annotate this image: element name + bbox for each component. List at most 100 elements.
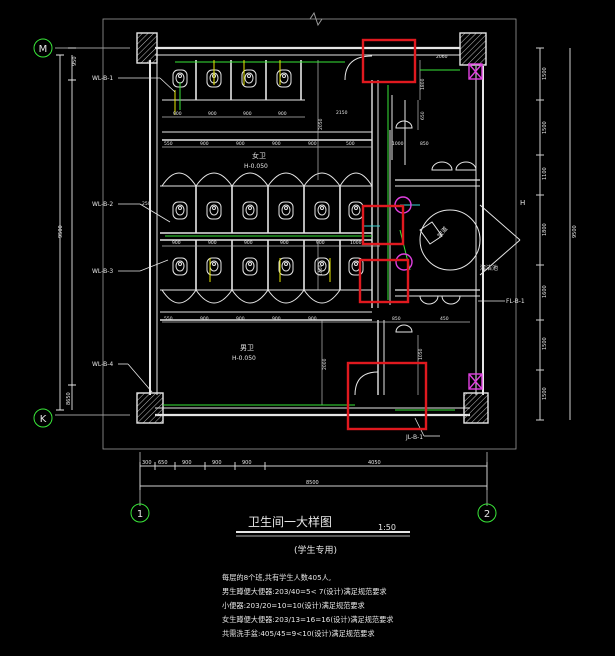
turning-circle xyxy=(419,209,481,271)
highlight-box-2 xyxy=(361,204,405,246)
dim-row4-3: 900 xyxy=(272,316,281,322)
dim-row3-0: 900 xyxy=(172,240,181,246)
note-1: 男生蹲便大便器:203/40=5< 7(设计)满足规范要求 xyxy=(222,587,387,596)
dim-row2-2: 900 xyxy=(236,141,245,147)
dim-h1: 250 xyxy=(142,201,151,207)
pipe-label-fl-b-1: FL-B-1 xyxy=(506,298,525,305)
dim-h3: 2060 xyxy=(436,54,448,60)
dim-right-5: 1500 xyxy=(542,337,548,350)
squat-toilet xyxy=(172,201,188,220)
dim-v1: 2050 xyxy=(318,118,324,130)
dim-row4-2: 900 xyxy=(236,316,245,322)
dim-row2-0: 550 xyxy=(164,141,173,147)
dim-row1-0: 900 xyxy=(173,111,182,117)
squat-toilet xyxy=(348,201,364,220)
dim-row3-3: 900 xyxy=(280,240,289,246)
room-elev-lower: H-0.050 xyxy=(232,355,256,362)
column-bottom-left xyxy=(136,392,164,424)
dim-right-overall: 9500 xyxy=(572,225,578,238)
pipe-label-wl-b-2: WL-B-2 xyxy=(92,201,113,208)
washbasins xyxy=(395,120,477,333)
squat-toilet xyxy=(172,257,188,276)
note-0: 每层的8个班,共有学生人数405人, xyxy=(222,573,331,582)
dim-bottom-5: 4050 xyxy=(368,460,381,466)
dim-row1-3: 900 xyxy=(278,111,287,117)
squat-toilet xyxy=(242,257,258,276)
dim-v6: 1400 xyxy=(318,264,324,276)
dim-v8: 1000 xyxy=(392,141,404,147)
squat-toilet xyxy=(241,69,257,88)
pipe-label-jl-b-1: JL-B-1 xyxy=(405,434,423,441)
dim-right-6: 1500 xyxy=(542,387,548,400)
dim-row3-4: 900 xyxy=(316,240,325,246)
leaders xyxy=(118,77,505,437)
dim-left-0: 950 xyxy=(72,56,78,66)
note-3: 女生蹲便大便器:203/13=16=16(设计)满足规范要求 xyxy=(222,615,393,624)
drawing-scale: 1:50 xyxy=(378,523,396,532)
pipe-label-wl-b-3: WL-B-3 xyxy=(92,268,113,275)
axis-label-2: 2 xyxy=(484,509,490,520)
dim-left-1: 8650 xyxy=(66,392,72,405)
dim-bottom-2: 900 xyxy=(182,460,192,466)
dim-right-0: 1500 xyxy=(542,67,548,80)
dim-row2-1: 900 xyxy=(200,141,209,147)
dim-v3: 2000 xyxy=(322,358,328,370)
axis-label-k: K xyxy=(40,414,47,425)
dim-row1-2: 900 xyxy=(243,111,252,117)
squat-toilet xyxy=(278,257,294,276)
squat-toilet xyxy=(278,201,294,220)
highlight-box-4 xyxy=(346,361,428,431)
cleanup-label: 清洁池 xyxy=(480,264,498,272)
column-bottom-right xyxy=(463,392,489,424)
h-mark: H xyxy=(520,199,525,207)
drawing-subtitle: (学生专用) xyxy=(294,544,337,556)
dim-row4-1: 900 xyxy=(200,316,209,322)
room-elev-upper: H-0.050 xyxy=(244,163,268,170)
squat-toilet xyxy=(276,69,292,88)
column-top-left xyxy=(136,32,158,64)
axis-bubble-2 xyxy=(477,503,497,523)
axis-label-m: M xyxy=(39,44,48,55)
dim-h2: 850 xyxy=(420,141,429,147)
dim-row1-1: 900 xyxy=(208,111,217,117)
dim-row3-5: 1000 xyxy=(350,240,362,246)
dim-bottom-4: 900 xyxy=(242,460,252,466)
dim-row4-6: 450 xyxy=(440,316,449,322)
note-4: 共需洗手盆:405/45=9<10(设计)满足规范要求 xyxy=(222,629,375,638)
dim-v2: 2150 xyxy=(336,110,348,116)
axis-markers xyxy=(33,38,497,523)
dim-v7: 1050 xyxy=(418,348,424,360)
dim-row4-5: 850 xyxy=(392,316,401,322)
dim-row4-4: 900 xyxy=(308,316,317,322)
axis-bubble-k xyxy=(33,408,53,428)
dim-row3-2: 900 xyxy=(244,240,253,246)
room-label-lower: 男卫 xyxy=(240,344,254,352)
plumbing xyxy=(163,60,483,411)
dim-row2-4: 900 xyxy=(308,141,317,147)
dim-row3-1: 900 xyxy=(208,240,217,246)
column-top-right xyxy=(459,32,487,66)
dim-right-1: 1500 xyxy=(542,121,548,134)
dim-bottom-0: 300 xyxy=(142,460,152,466)
dim-bottom-overall: 8500 xyxy=(306,480,319,486)
ramp-label: 坡道 xyxy=(435,225,449,239)
pipe-label-wl-b-4: WL-B-4 xyxy=(92,361,113,368)
dim-bottom-3: 900 xyxy=(212,460,222,466)
squat-toilet xyxy=(206,201,222,220)
squat-toilet xyxy=(242,201,258,220)
highlight-box-1 xyxy=(361,38,417,84)
axis-label-1: 1 xyxy=(137,509,143,520)
room-label-upper: 女卫 xyxy=(252,151,266,160)
dim-bottom-1: 650 xyxy=(158,460,168,466)
note-2: 小便器:203/20=10=10(设计)满足规范要求 xyxy=(222,601,365,610)
squat-toilet xyxy=(206,257,222,276)
floor-plan xyxy=(55,11,571,537)
drawing-title: 卫生间一大样图 xyxy=(248,514,332,529)
dim-right-3: 1800 xyxy=(542,223,548,236)
highlights xyxy=(346,38,428,431)
dim-right-4: 1600 xyxy=(542,285,548,298)
axis-bubble-1 xyxy=(130,503,150,523)
dim-row2-5: 500 xyxy=(346,141,355,147)
highlight-box-3 xyxy=(358,258,410,304)
